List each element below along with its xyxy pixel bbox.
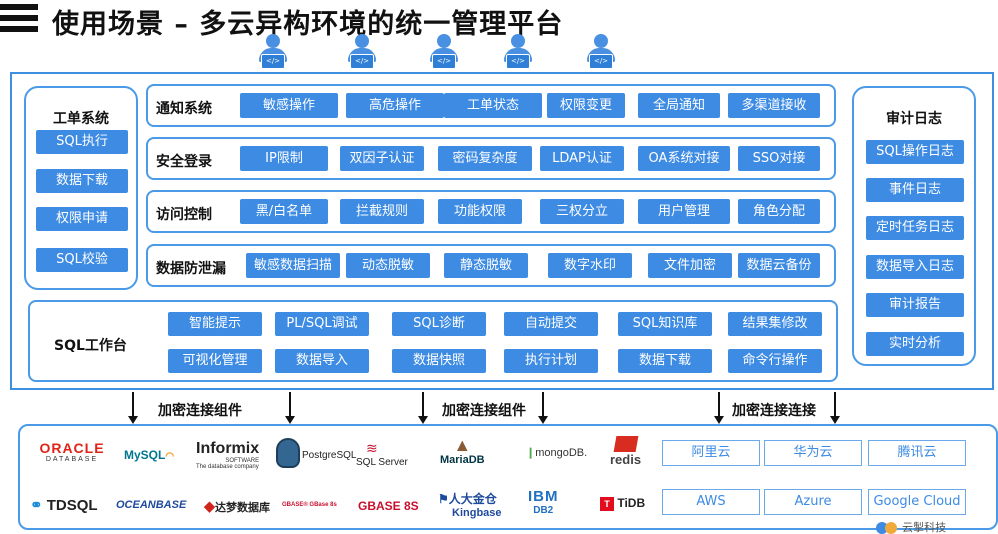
user-developer-icon: </> [347,34,377,70]
module-item[interactable]: 权限变更 [547,93,625,118]
workbench-item[interactable]: 执行计划 [504,349,598,373]
module-item[interactable]: 功能权限 [438,199,522,224]
workbench-item[interactable]: 自动提交 [504,312,598,336]
workbench-label: SQL工作台 [54,338,127,354]
mysql-logo: MySQL◠ [124,448,175,462]
cloud-azure[interactable]: Azure [764,489,862,515]
tdsql-logo: ⚭ TDSQL [30,497,98,514]
connection-label: 加密连接组件 [158,403,242,419]
workorder-data-download[interactable]: 数据下载 [36,169,128,193]
workorder-sql-check[interactable]: SQL校验 [36,248,128,272]
audit-event-log[interactable]: 事件日志 [866,178,964,202]
module-item[interactable]: 角色分配 [738,199,820,224]
module-item[interactable]: 密码复杂度 [438,146,532,171]
oceanbase-logo: OCEANBASE [116,499,187,511]
module-item[interactable]: IP限制 [240,146,328,171]
module-label: 通知系统 [156,101,212,117]
gbase-small-logo: GBASE® GBase 8s [282,502,337,508]
module-item[interactable]: 高危操作 [346,93,444,118]
informix-logo: Informix SOFTWARE The database company [196,440,260,470]
module-row-dlp: 数据防泄漏 敏感数据扫描 动态脱敏 静态脱敏 数字水印 文件加密 数据云备份 [146,244,836,287]
module-item[interactable]: 数据云备份 [738,253,820,278]
module-item[interactable]: 用户管理 [638,199,730,224]
down-arrow-icon [538,392,548,424]
module-item[interactable]: 敏感数据扫描 [246,253,340,278]
sqlserver-logo: ≋ SQL Server [356,440,408,468]
connection-label: 加密连接组件 [442,403,526,419]
workorder-sql-exec[interactable]: SQL执行 [36,130,128,154]
module-label: 数据防泄漏 [156,261,226,277]
workbench-item[interactable]: 结果集修改 [728,312,822,336]
module-item[interactable]: 敏感操作 [240,93,338,118]
module-item[interactable]: 多渠道接收 [728,93,820,118]
workbench-item[interactable]: 数据下载 [618,349,712,373]
module-item[interactable]: 文件加密 [648,253,732,278]
module-item[interactable]: 工单状态 [444,93,542,118]
audit-schedule-log[interactable]: 定时任务日志 [866,216,964,240]
down-arrow-icon [830,392,840,424]
workorder-panel: 工单系统 SQL执行 数据下载 权限申请 SQL校验 [24,86,138,290]
module-item[interactable]: 静态脱敏 [444,253,528,278]
module-item[interactable]: 双因子认证 [340,146,424,171]
page-title: 使用场景 – 多云异构环境的统一管理平台 [52,9,564,40]
module-row-secure-login: 安全登录 IP限制 双因子认证 密码复杂度 LDAP认证 OA系统对接 SSO对… [146,137,836,180]
workbench-item[interactable]: SQL诊断 [392,312,486,336]
down-arrow-icon [128,392,138,424]
cloud-aws[interactable]: AWS [662,489,760,515]
audit-sql-log[interactable]: SQL操作日志 [866,140,964,164]
workorder-permission-request[interactable]: 权限申请 [36,207,128,231]
down-arrow-icon [285,392,295,424]
tidb-logo: T TiDB [600,496,645,511]
audit-report[interactable]: 审计报告 [866,293,964,317]
workbench-item[interactable]: 智能提示 [168,312,262,336]
module-row-access-control: 访问控制 黑/白名单 拦截规则 功能权限 三权分立 用户管理 角色分配 [146,190,836,233]
module-label: 安全登录 [156,154,212,170]
module-item[interactable]: 全局通知 [638,93,720,118]
module-item[interactable]: 动态脱敏 [346,253,430,278]
user-developer-icon: </> [503,34,533,70]
sql-workbench-panel: SQL工作台 智能提示 PL/SQL调试 SQL诊断 自动提交 SQL知识库 结… [28,300,838,382]
company-logo: 云掣科技 [876,522,946,534]
datasource-panel: ORACLE DATABASE MySQL◠ Informix SOFTWARE… [18,424,998,530]
workbench-item[interactable]: 可视化管理 [168,349,262,373]
dameng-logo: ◆达梦数据库 [204,502,270,514]
gbase8s-logo: GBASE 8S [358,499,419,513]
ibm-db2-logo: IBM DB2 [528,488,559,516]
module-item[interactable]: 拦截规则 [340,199,424,224]
user-developer-icon: </> [586,34,616,70]
down-arrow-icon [418,392,428,424]
audit-import-log[interactable]: 数据导入日志 [866,255,964,279]
workbench-item[interactable]: 数据快照 [392,349,486,373]
audit-realtime-analysis[interactable]: 实时分析 [866,332,964,356]
module-item[interactable]: SSO对接 [738,146,820,171]
workbench-item[interactable]: 数据导入 [275,349,369,373]
user-developer-icon: </> [429,34,459,70]
module-item[interactable]: 三权分立 [540,199,624,224]
module-item[interactable]: OA系统对接 [638,146,730,171]
redis-logo: redis [610,436,641,467]
workbench-item[interactable]: 命令行操作 [728,349,822,373]
module-row-notification: 通知系统 敏感操作 高危操作 工单状态 权限变更 全局通知 多渠道接收 [146,84,836,127]
cloud-tencent[interactable]: 腾讯云 [868,440,966,466]
module-item[interactable]: 黑/白名单 [240,199,328,224]
cloud-google[interactable]: Google Cloud [868,489,966,515]
audit-panel: 审计日志 SQL操作日志 事件日志 定时任务日志 数据导入日志 审计报告 实时分… [852,86,976,366]
module-item[interactable]: 数字水印 [548,253,632,278]
workorder-title: 工单系统 [53,111,109,127]
oracle-logo: ORACLE DATABASE [39,440,105,463]
workbench-item[interactable]: PL/SQL调试 [275,312,369,336]
audit-title: 审计日志 [886,111,942,127]
menu-icon[interactable] [0,4,38,38]
connection-label: 加密连接连接 [732,403,816,419]
cloud-huawei[interactable]: 华为云 [764,440,862,466]
kingbase-logo: ⚑人大金仓 Kingbase [438,492,502,519]
module-label: 访问控制 [156,207,212,223]
workbench-item[interactable]: SQL知识库 [618,312,712,336]
mongodb-logo: ❙mongoDB. [526,447,588,459]
mariadb-logo: ▲ MariaDB [440,435,485,466]
module-item[interactable]: LDAP认证 [540,146,624,171]
user-developer-icon: </> [258,34,288,70]
down-arrow-icon [714,392,724,424]
cloud-aliyun[interactable]: 阿里云 [662,440,760,466]
